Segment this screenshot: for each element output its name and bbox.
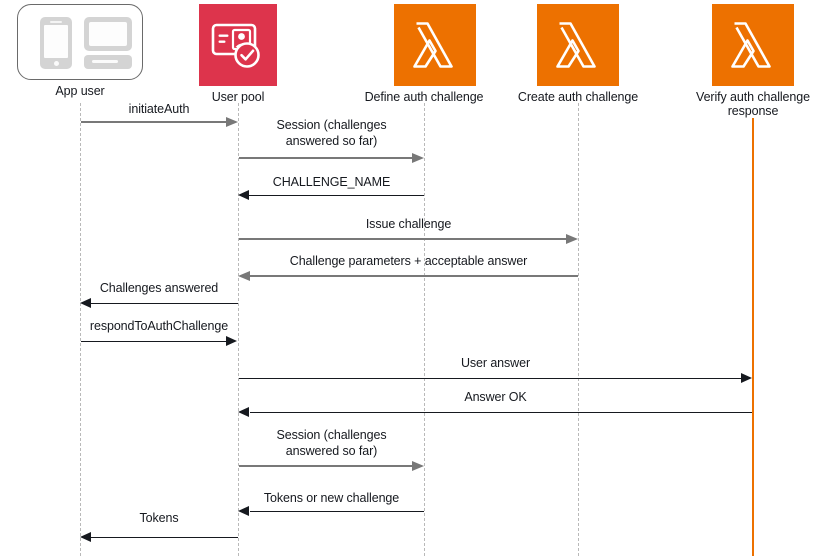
message-arrowhead-tokens-or-new-challenge: [238, 506, 249, 516]
actor-label-app-user: App user: [55, 84, 105, 98]
message-line-issue-challenge: [239, 238, 567, 240]
message-line-tokens-or-new-challenge: [250, 511, 424, 512]
message-line-challenges-answered: [91, 303, 238, 304]
message-arrowhead-session-2: [412, 460, 424, 471]
message-arrowhead-challenge-name: [238, 190, 249, 200]
lifeline-define-auth-challenge: [424, 103, 425, 556]
message-line-session-1: [239, 157, 413, 159]
lambda-glyph-icon: [413, 22, 453, 68]
message-line-answer-ok: [250, 412, 752, 413]
message-arrowhead-challenge-parameters: [238, 270, 250, 281]
message-label-tokens-or-new-challenge: Tokens or new challenge: [263, 491, 400, 505]
lifeline-app-user: [80, 103, 81, 556]
message-arrowhead-tokens: [80, 532, 91, 542]
message-label-challenges-answered: Challenges answered: [99, 281, 219, 295]
lifeline-verify-auth-challenge-response: [752, 118, 754, 556]
actor-app-user: App user: [17, 4, 143, 98]
actor-verify-auth-challenge-response: Verify auth challenge response: [696, 4, 810, 118]
message-arrowhead-challenges-answered: [80, 298, 91, 308]
monitor-icon: [84, 17, 132, 51]
message-label-answer-ok: Answer OK: [464, 390, 527, 404]
message-label-respond-to-auth-challenge: respondToAuthChallenge: [89, 319, 229, 333]
message-line-challenge-name: [249, 195, 424, 196]
message-arrowhead-session-1: [412, 152, 424, 163]
message-label-initiate-auth: initiateAuth: [128, 102, 190, 116]
message-line-tokens: [91, 537, 238, 538]
aws-lambda-icon-verify: [712, 4, 794, 86]
lambda-glyph-icon: [556, 22, 596, 68]
computer-tower-icon: [84, 55, 132, 69]
message-arrowhead-respond-to-auth-challenge: [226, 336, 237, 346]
message-line-respond-to-auth-challenge: [81, 341, 227, 342]
message-label-session-2-line2: answered so far): [285, 444, 378, 458]
message-label-session-1-line2: answered so far): [285, 134, 378, 148]
message-label-tokens: Tokens: [139, 511, 179, 525]
message-line-session-2: [239, 465, 413, 467]
actor-user-pool: User pool: [199, 4, 277, 104]
message-arrowhead-initiate-auth: [226, 116, 238, 127]
lifeline-user-pool: [238, 103, 239, 556]
phone-icon: [40, 17, 72, 69]
message-arrowhead-issue-challenge: [566, 233, 578, 244]
device-phone-and-desktop-icon: [17, 4, 143, 80]
lambda-glyph-icon: [731, 22, 771, 68]
actor-label-verify-auth-challenge-response-line1: Verify auth challenge: [696, 90, 810, 104]
lifeline-create-auth-challenge: [578, 103, 579, 556]
message-line-user-answer: [239, 378, 741, 379]
actor-create-auth-challenge: Create auth challenge: [518, 4, 638, 104]
id-card-person-check-icon: [211, 23, 260, 68]
aws-lambda-icon-define: [394, 4, 476, 86]
cognito-user-pool-icon: [199, 4, 277, 86]
message-label-session-2-line1: Session (challenges: [276, 428, 387, 442]
message-label-session-1-line1: Session (challenges: [276, 118, 387, 132]
message-arrowhead-answer-ok: [238, 407, 249, 417]
message-arrowhead-user-answer: [741, 373, 752, 383]
message-label-challenge-parameters: Challenge parameters + acceptable answer: [289, 254, 528, 268]
actor-label-verify-auth-challenge-response-line2: response: [727, 104, 779, 118]
message-label-user-answer: User answer: [460, 356, 531, 370]
actor-label-define-auth-challenge: Define auth challenge: [364, 90, 484, 104]
message-label-challenge-name: CHALLENGE_NAME: [272, 175, 391, 189]
actor-label-create-auth-challenge: Create auth challenge: [517, 90, 639, 104]
message-line-challenge-parameters: [250, 275, 578, 277]
actor-define-auth-challenge: Define auth challenge: [365, 4, 484, 104]
aws-lambda-icon-create: [537, 4, 619, 86]
message-line-initiate-auth: [81, 121, 227, 123]
actor-label-user-pool: User pool: [211, 90, 265, 104]
message-label-issue-challenge: Issue challenge: [365, 217, 452, 231]
